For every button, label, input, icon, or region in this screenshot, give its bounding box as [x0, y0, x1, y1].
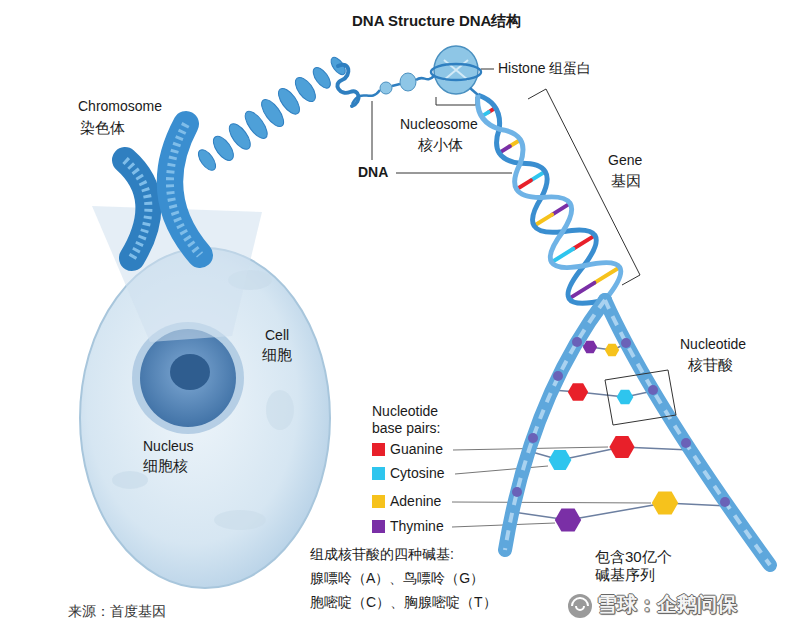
- part-label: 胞嘧啶（C）、胸腺嘧啶（T）: [310, 594, 497, 611]
- part-label: Gene: [608, 152, 642, 169]
- legend-swatch: [372, 467, 385, 480]
- legend-swatch: [372, 520, 385, 533]
- part-label: Nucleotide base pairs:: [372, 403, 454, 437]
- part-label: Nucleosome: [400, 116, 478, 133]
- part-label: 组成核苷酸的四种碱基:: [310, 546, 454, 563]
- part-label: DNA: [358, 164, 388, 181]
- diagram-title: DNA Structure DNA结构: [352, 12, 521, 30]
- part-label: 包含30亿个 碱基序列: [595, 548, 695, 584]
- part-label: Histone 组蛋白: [498, 60, 591, 77]
- part-label: 腺嘌呤（A）、鸟嘌呤（G）: [310, 570, 484, 587]
- part-label: Nucleotide: [680, 336, 746, 353]
- part-label: 基因: [611, 172, 641, 190]
- legend-text: Thymine: [390, 518, 444, 535]
- legend-text: Guanine: [390, 441, 443, 458]
- part-label: Chromosome: [78, 98, 162, 115]
- legend-swatch: [372, 443, 385, 456]
- part-label: 细胞: [262, 346, 292, 364]
- part-label: 染色体: [80, 119, 125, 137]
- watermark: 雪球：企鹅问保: [597, 592, 737, 616]
- legend-swatch: [372, 495, 385, 508]
- part-label: 核小体: [418, 136, 463, 154]
- part-label: Nucleus: [143, 438, 194, 455]
- part-label: 细胞核: [143, 457, 188, 475]
- part-label: 来源：首度基因: [68, 603, 166, 620]
- part-label: 核苷酸: [688, 356, 733, 374]
- part-label: Cell: [265, 327, 289, 344]
- legend-text: Adenine: [390, 493, 441, 510]
- legend-text: Cytosine: [390, 465, 444, 482]
